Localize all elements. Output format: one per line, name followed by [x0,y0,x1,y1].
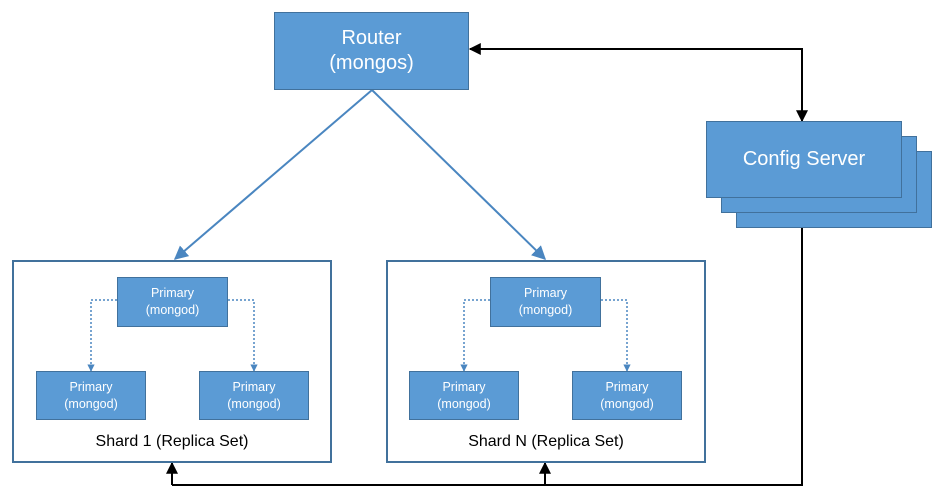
node-role: Primary [605,379,649,394]
shard-1-replication-right-arrow [228,299,258,372]
shard-n-replica-right-node: Primary (mongod) [572,371,682,420]
node-role: Primary [523,286,568,300]
shard-1-replica-right-node: Primary (mongod) [199,371,309,420]
shard-1-replication-left-arrow [87,299,117,372]
router-to-shard-1-arrow [173,89,373,260]
shard-n-container: Shard N (Replica Set) [386,260,706,463]
shard-1-primary-node: Primary (mongod) [117,277,228,327]
node-process: (mongod) [64,396,118,411]
node-process: (mongod) [145,303,200,317]
router-to-shard-n-arrow [371,89,547,260]
config-server-box: Config Server [706,121,902,198]
router-title: Router [341,27,402,49]
config-bus-line [172,196,808,486]
router-box: Router (mongos) [274,12,469,90]
node-role: Primary [232,379,276,394]
shard-n-label: Shard N (Replica Set) [468,433,624,450]
shard-1-replica-left-node: Primary (mongod) [36,371,146,420]
config-server-label: Config Server [742,148,866,170]
node-role: Primary [69,379,113,394]
shard-n-replication-right-arrow [601,299,631,372]
shard-1-label: Shard 1 (Replica Set) [95,433,249,450]
node-process: (mongod) [600,396,654,411]
node-role: Primary [150,286,195,300]
node-process: (mongod) [227,396,281,411]
shard-n-replication-left-arrow [460,299,490,372]
node-role: Primary [442,379,486,394]
shard-1-container: Shard 1 (Replica Set) [12,260,332,463]
router-config-link [468,43,808,123]
node-process: (mongod) [437,396,491,411]
shard-n-primary-node: Primary (mongod) [490,277,601,327]
node-process: (mongod) [518,303,573,317]
shard-n-replica-left-node: Primary (mongod) [409,371,519,420]
router-subtitle: (mongos) [329,52,414,74]
